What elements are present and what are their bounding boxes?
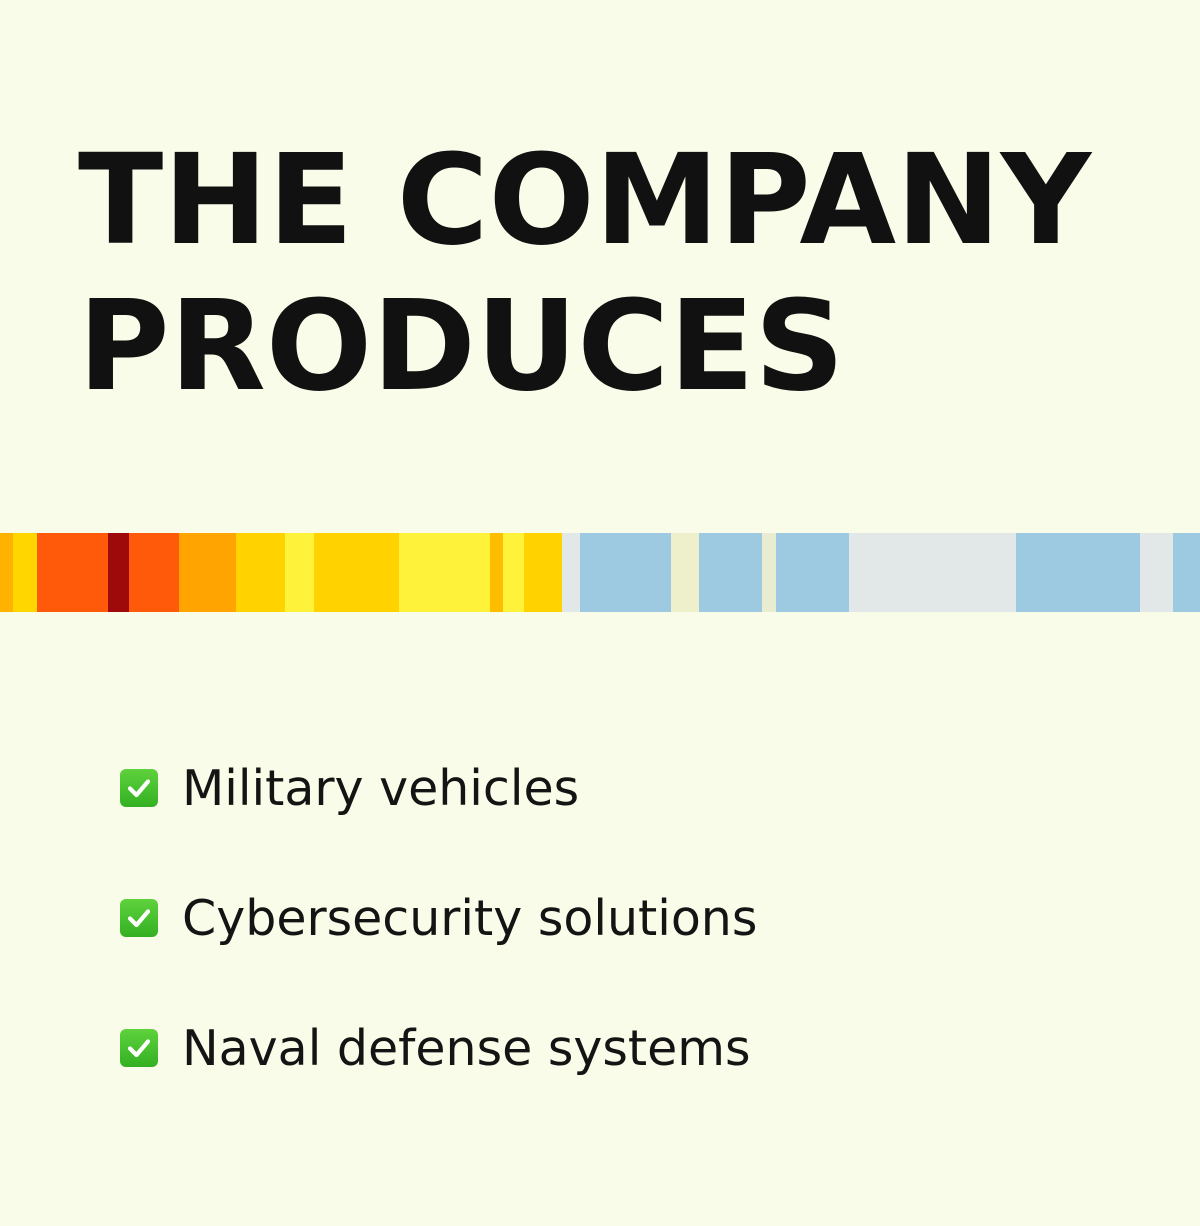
check-mark-button-icon (120, 899, 158, 937)
stripe-segment (490, 533, 503, 612)
list-item-label: Military vehicles (182, 759, 580, 817)
stripe-segment (699, 533, 762, 612)
color-stripe (0, 533, 1200, 612)
check-mark-button-icon (120, 1029, 158, 1067)
stripe-segment (1016, 533, 1140, 612)
stripe-segment (524, 533, 562, 612)
stripe-segment (13, 533, 37, 612)
stripe-segment (129, 533, 179, 612)
stripe-segment (671, 533, 699, 612)
list-item: Naval defense systems (120, 1012, 757, 1084)
stripe-segment (1140, 533, 1173, 612)
stripe-segment (503, 533, 524, 612)
stripe-segment (580, 533, 671, 612)
stripe-segment (0, 533, 13, 612)
list-item: Military vehicles (120, 752, 757, 824)
list-item: Cybersecurity solutions (120, 882, 757, 954)
list-item-label: Cybersecurity solutions (182, 889, 758, 947)
stripe-segment (236, 533, 285, 612)
stripe-segment (399, 533, 490, 612)
list-item-label: Naval defense systems (182, 1019, 751, 1077)
stripe-segment (37, 533, 108, 612)
title-line-1: THE COMPANY (78, 128, 1092, 273)
stripe-segment (285, 533, 314, 612)
stripe-segment (849, 533, 1016, 612)
stripe-segment (108, 533, 129, 612)
stripe-segment (314, 533, 399, 612)
stripe-segment (762, 533, 776, 612)
check-mark-button-icon (120, 769, 158, 807)
stripe-segment (562, 533, 580, 612)
stripe-segment (179, 533, 236, 612)
page-title: THE COMPANY PRODUCES (78, 128, 1091, 420)
stripe-segment (1173, 533, 1200, 612)
stripe-segment (776, 533, 849, 612)
title-line-2: PRODUCES (78, 274, 845, 419)
product-list: Military vehicles Cybersecurity solution… (120, 752, 757, 1142)
